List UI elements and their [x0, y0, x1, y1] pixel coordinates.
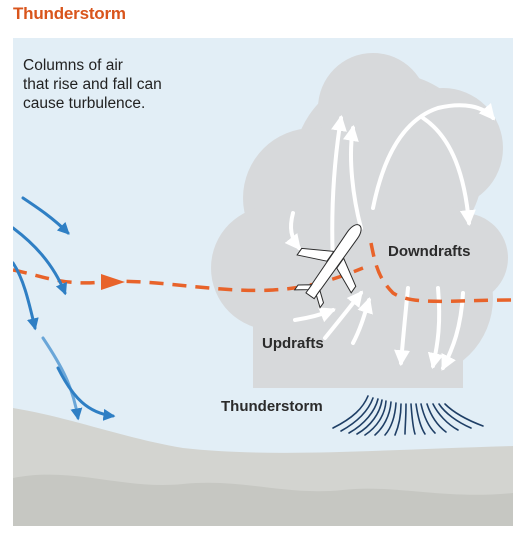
caption-line: Columns of air [23, 57, 123, 74]
updraft-arrow-icon [284, 103, 496, 345]
label-downdrafts: Downdrafts [388, 243, 471, 260]
illustration-panel: Columns of air that rise and fall can ca… [13, 38, 513, 526]
ground-foreground [13, 474, 513, 526]
flight-path-arrow-icon [101, 274, 125, 290]
airplane-icon [293, 224, 362, 309]
figure-title: Thunderstorm [13, 4, 126, 23]
label-updrafts: Updrafts [262, 335, 324, 352]
rain-lines-icon [332, 395, 484, 436]
caption-line: that rise and fall can [23, 76, 162, 93]
caption: Columns of air that rise and fall can ca… [23, 56, 223, 113]
wind-arrow-icon [13, 196, 116, 421]
thunderstorm-illustration [13, 53, 513, 526]
caption-line: cause turbulence. [23, 95, 146, 112]
label-thunderstorm: Thunderstorm [221, 398, 323, 415]
